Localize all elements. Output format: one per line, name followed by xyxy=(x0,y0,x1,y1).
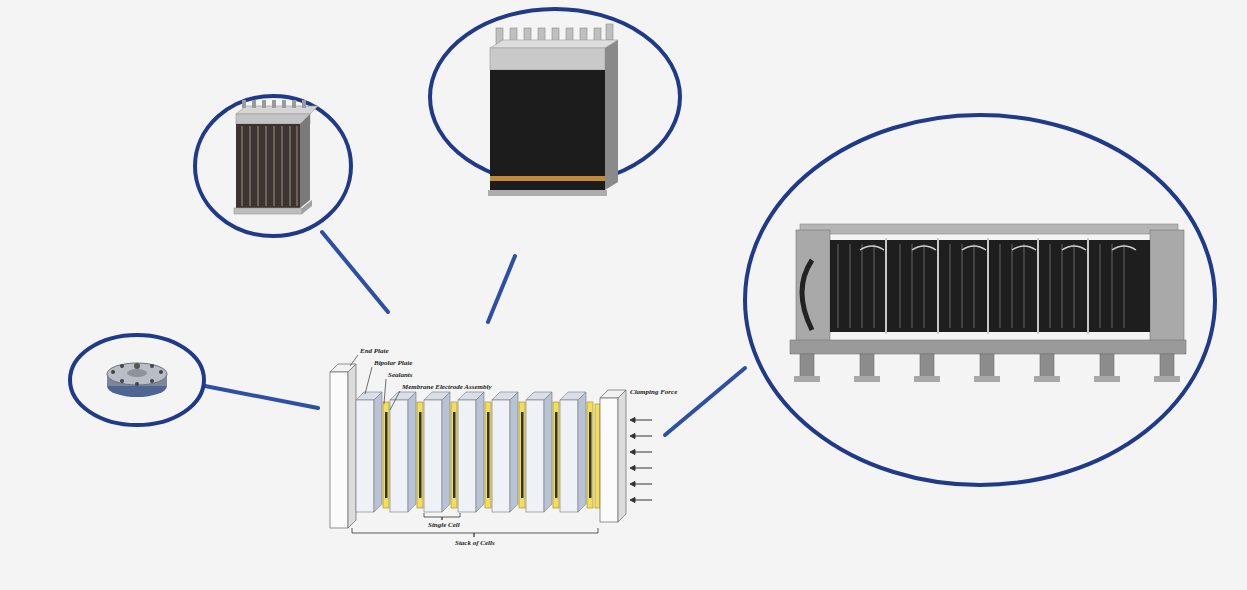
part-label: Bipolar Plate xyxy=(374,359,412,367)
part-label: Single Cell xyxy=(428,521,460,529)
part-label: Sealants xyxy=(388,371,413,379)
part-label: Membrane Electrode Assembly xyxy=(402,383,492,391)
clamping-arrow xyxy=(630,418,652,503)
part-label: Stack of Cells xyxy=(455,539,495,547)
skid-stack xyxy=(790,224,1186,382)
part-label: Clamping Force xyxy=(630,388,677,396)
single-cell-device xyxy=(107,363,167,397)
large-stack xyxy=(488,24,618,196)
bracket xyxy=(352,513,598,537)
small-stack xyxy=(234,100,318,214)
exploded-stack xyxy=(330,364,626,528)
callout-circle xyxy=(70,9,1215,485)
part-label: End Plate xyxy=(360,347,389,355)
